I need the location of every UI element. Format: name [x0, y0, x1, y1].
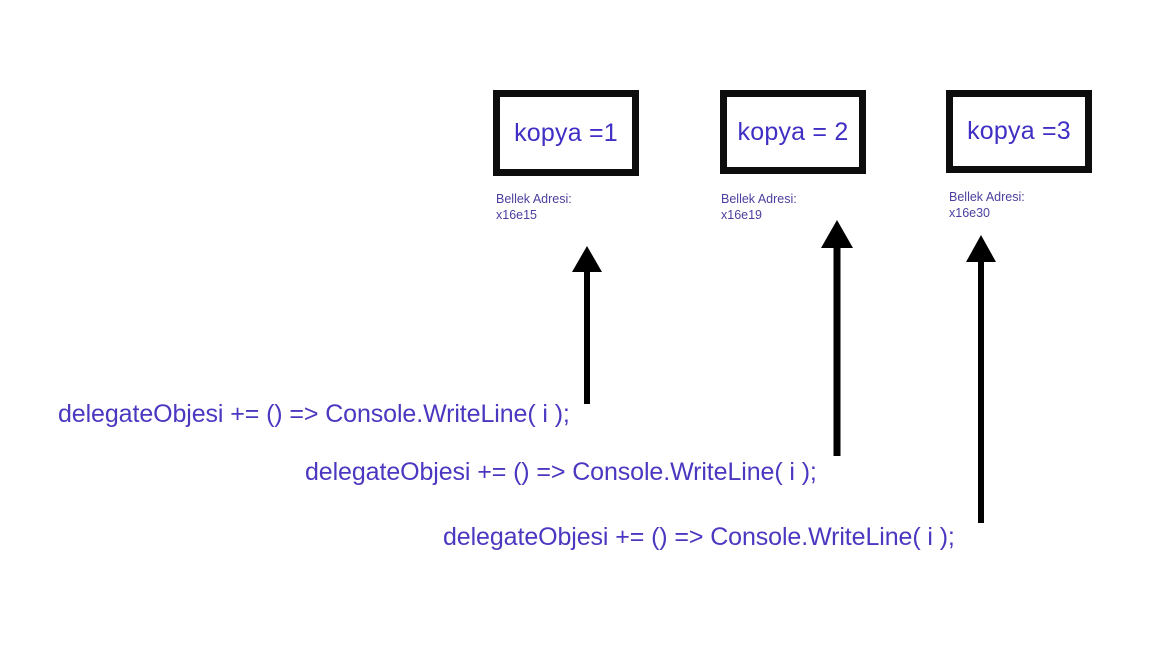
- memory-address-value-3: x16e30: [949, 206, 991, 220]
- code-line-2: delegateObjesi += () => Console.WriteLin…: [305, 458, 817, 486]
- copy-box-1: kopya =1: [493, 90, 639, 176]
- arrow-to-kopya-1-icon: [570, 246, 604, 404]
- memory-address-label-1: Bellek Adresi:: [496, 192, 572, 206]
- arrow-to-kopya-2-icon: [820, 220, 854, 456]
- memory-address-caption-1: Bellek Adresi: x16e15: [496, 191, 572, 223]
- memory-address-caption-3: Bellek Adresi: x16e30: [949, 189, 1025, 221]
- code-line-3: delegateObjesi += () => Console.WriteLin…: [443, 523, 955, 551]
- arrow-to-kopya-3-icon: [964, 235, 998, 523]
- copy-box-1-label: kopya =1: [514, 118, 618, 147]
- memory-address-label-3: Bellek Adresi:: [949, 190, 1025, 204]
- memory-address-value-2: x16e19: [721, 208, 763, 222]
- copy-box-3-label: kopya =3: [967, 117, 1071, 145]
- copy-box-3: kopya =3: [946, 90, 1092, 173]
- memory-address-label-2: Bellek Adresi:: [721, 192, 797, 206]
- copy-box-2-label: kopya = 2: [737, 117, 849, 146]
- memory-address-caption-2: Bellek Adresi: x16e19: [721, 191, 797, 223]
- copy-box-2: kopya = 2: [720, 90, 866, 174]
- memory-address-value-1: x16e15: [496, 208, 538, 222]
- code-line-1: delegateObjesi += () => Console.WriteLin…: [58, 400, 570, 428]
